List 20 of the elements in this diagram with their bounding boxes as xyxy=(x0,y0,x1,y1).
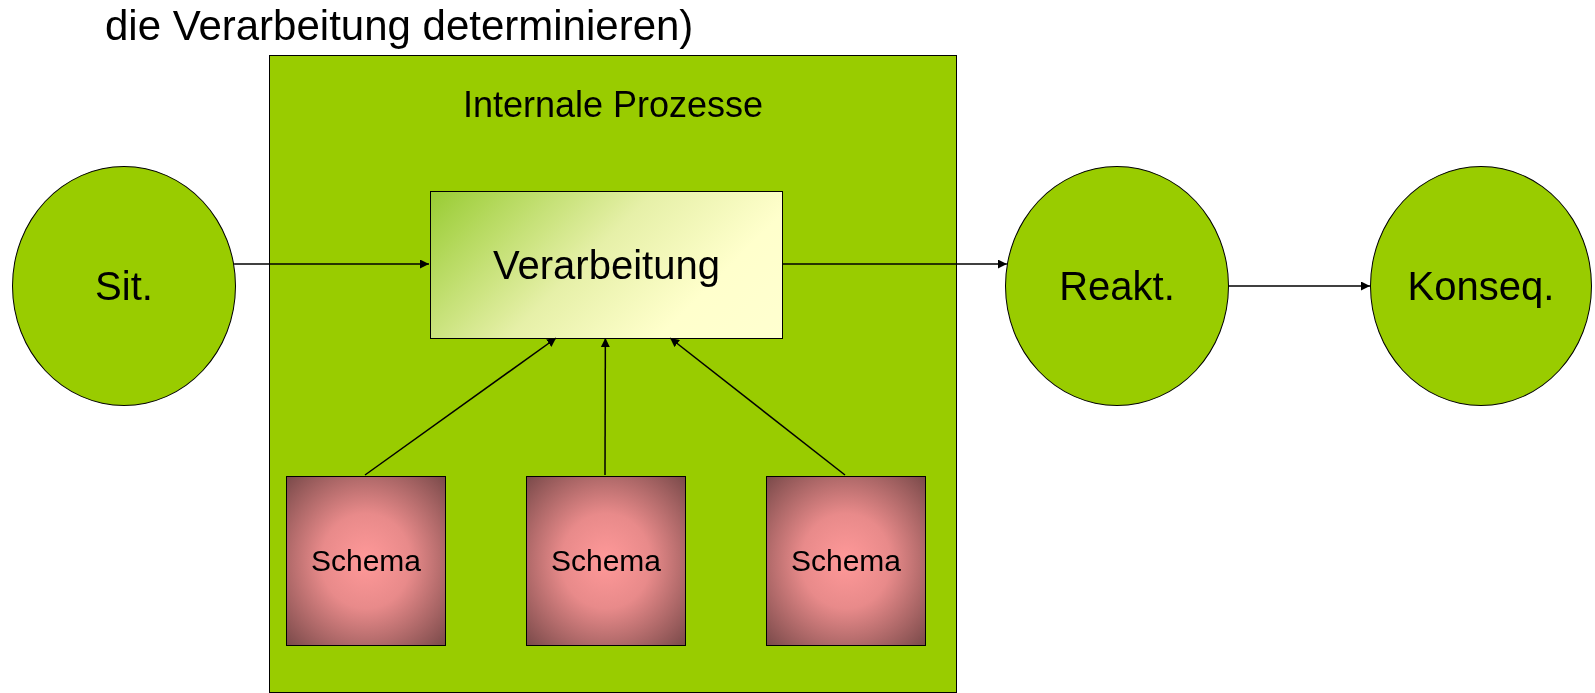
node-label: Schema xyxy=(310,544,422,578)
node-label: Schema xyxy=(550,544,662,578)
schema-box xyxy=(766,476,926,646)
node-label: Konseq. xyxy=(1407,263,1555,309)
group-title: Internale Prozesse xyxy=(462,84,764,126)
process-box xyxy=(430,191,783,339)
schema-box xyxy=(286,476,446,646)
group-box xyxy=(269,55,957,693)
arrow xyxy=(233,259,430,269)
node-label: Sit. xyxy=(95,263,153,309)
heading-text: die Verarbeitung determinieren) xyxy=(105,2,694,50)
node-label: Schema xyxy=(790,544,902,578)
arrow xyxy=(1228,281,1371,291)
arrow xyxy=(600,337,610,476)
arrow xyxy=(781,259,1008,269)
arrow xyxy=(364,337,557,476)
node-label: Reakt. xyxy=(1059,263,1175,309)
node-label: Verarbeitung xyxy=(493,242,720,288)
arrow xyxy=(669,337,846,476)
schema-box xyxy=(526,476,686,646)
